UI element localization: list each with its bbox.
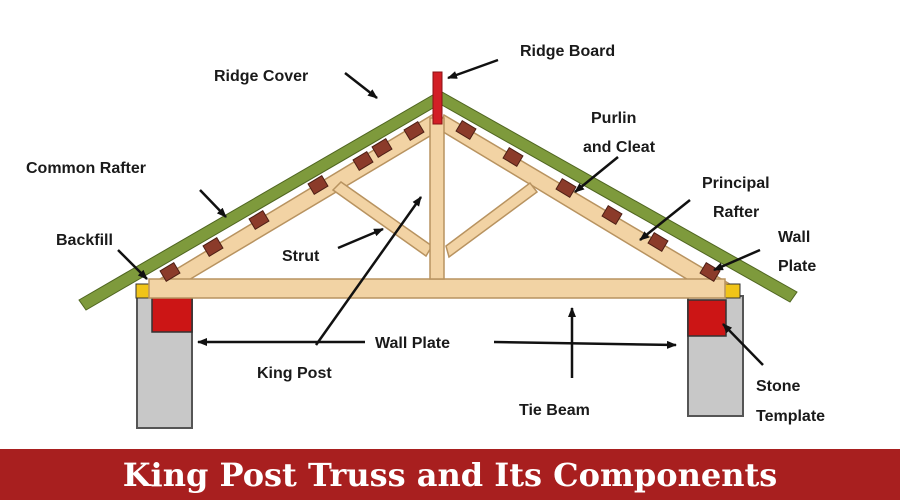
purlin-arrow [574, 156, 619, 193]
label-principal-line1: Principal [702, 175, 770, 192]
common-rafter-arrow [199, 189, 227, 218]
title-banner: King Post Truss and Its Components [0, 449, 900, 500]
right-wall-plate-block [687, 299, 727, 337]
purlin [403, 121, 425, 141]
purlins [159, 120, 721, 282]
label-purlin-line2: and Cleat [583, 139, 656, 156]
king-post-arrow [314, 196, 423, 346]
purlin [555, 178, 577, 198]
leader-arrows [117, 58, 764, 378]
purlin [248, 210, 270, 230]
stone-template-arrow [722, 323, 764, 366]
right-backfill [723, 283, 741, 299]
purlin [601, 205, 623, 225]
backfill-arrow [117, 249, 148, 280]
purlin [202, 237, 224, 257]
label-principal-line2: Rafter [713, 204, 759, 221]
ridge-board-arrow [447, 58, 499, 80]
banner-title: King Post Truss and Its Components [122, 455, 778, 494]
king-post-truss-diagram: Ridge Board Ridge Cover Purlin and Cleat… [26, 43, 825, 429]
label-ridge-cover: Ridge Cover [214, 68, 308, 85]
purlin [455, 120, 477, 140]
purlin [647, 232, 669, 252]
wall-plate-right-arrow [713, 248, 761, 272]
label-wall-plate-right-line2: Plate [778, 258, 816, 275]
principal-rafter-arrow [639, 199, 691, 241]
label-wall-plate: Wall Plate [375, 335, 450, 352]
ridge-cover-arrow [344, 72, 378, 99]
tie-beam [148, 278, 726, 299]
right-strut [445, 181, 539, 259]
purlin [307, 175, 329, 195]
label-tie-beam: Tie Beam [519, 402, 590, 419]
wall-plate-right-line-arrow [493, 340, 677, 349]
left-wall-plate-block [151, 296, 193, 333]
king-post [429, 117, 445, 280]
label-wall-plate-right-line1: Wall [778, 229, 810, 246]
strut-arrow [337, 227, 384, 250]
label-backfill: Backfill [56, 232, 113, 249]
purlin [159, 262, 181, 282]
ridge-board [432, 71, 443, 125]
label-stone-line2: Template [756, 408, 825, 425]
label-ridge-board: Ridge Board [520, 43, 615, 60]
purlin [352, 151, 374, 171]
purlin [371, 138, 393, 158]
purlin [502, 147, 524, 167]
label-king-post: King Post [257, 365, 332, 382]
label-common-rafter: Common Rafter [26, 160, 146, 177]
label-strut: Strut [282, 248, 320, 265]
label-purlin-line1: Purlin [591, 110, 636, 127]
label-stone-line1: Stone [756, 378, 801, 395]
